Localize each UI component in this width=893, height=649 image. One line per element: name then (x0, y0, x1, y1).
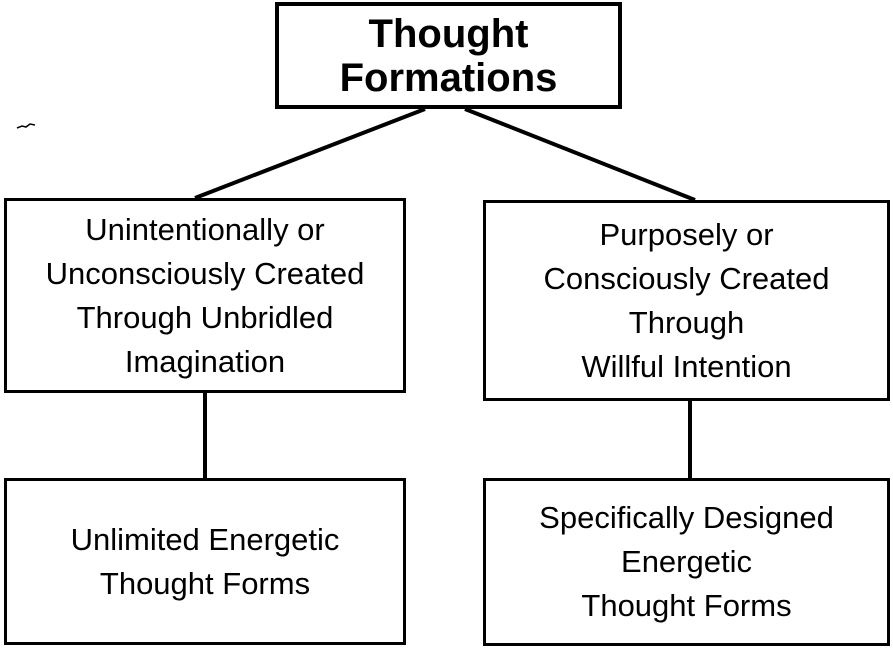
left-leaf-box: Unlimited Energetic Thought Forms (4, 478, 406, 645)
scan-speck (16, 123, 36, 129)
root-node-label: Thought Formations (339, 11, 558, 100)
right-leaf-box: Specifically Designed Energetic Thought … (483, 478, 890, 646)
root-node-box: Thought Formations (275, 2, 622, 109)
right-branch-label: Purposely or Consciously Created Through… (543, 216, 830, 384)
connector-root-to-left (194, 107, 426, 200)
connector-root-to-right (464, 107, 696, 202)
left-leaf-label: Unlimited Energetic Thought Forms (70, 521, 340, 601)
right-branch-box: Purposely or Consciously Created Through… (483, 200, 890, 401)
right-leaf-label: Specifically Designed Energetic Thought … (539, 500, 834, 623)
left-branch-box: Unintentionally or Unconsciously Created… (4, 198, 406, 393)
left-branch-label: Unintentionally or Unconsciously Created… (45, 211, 365, 379)
